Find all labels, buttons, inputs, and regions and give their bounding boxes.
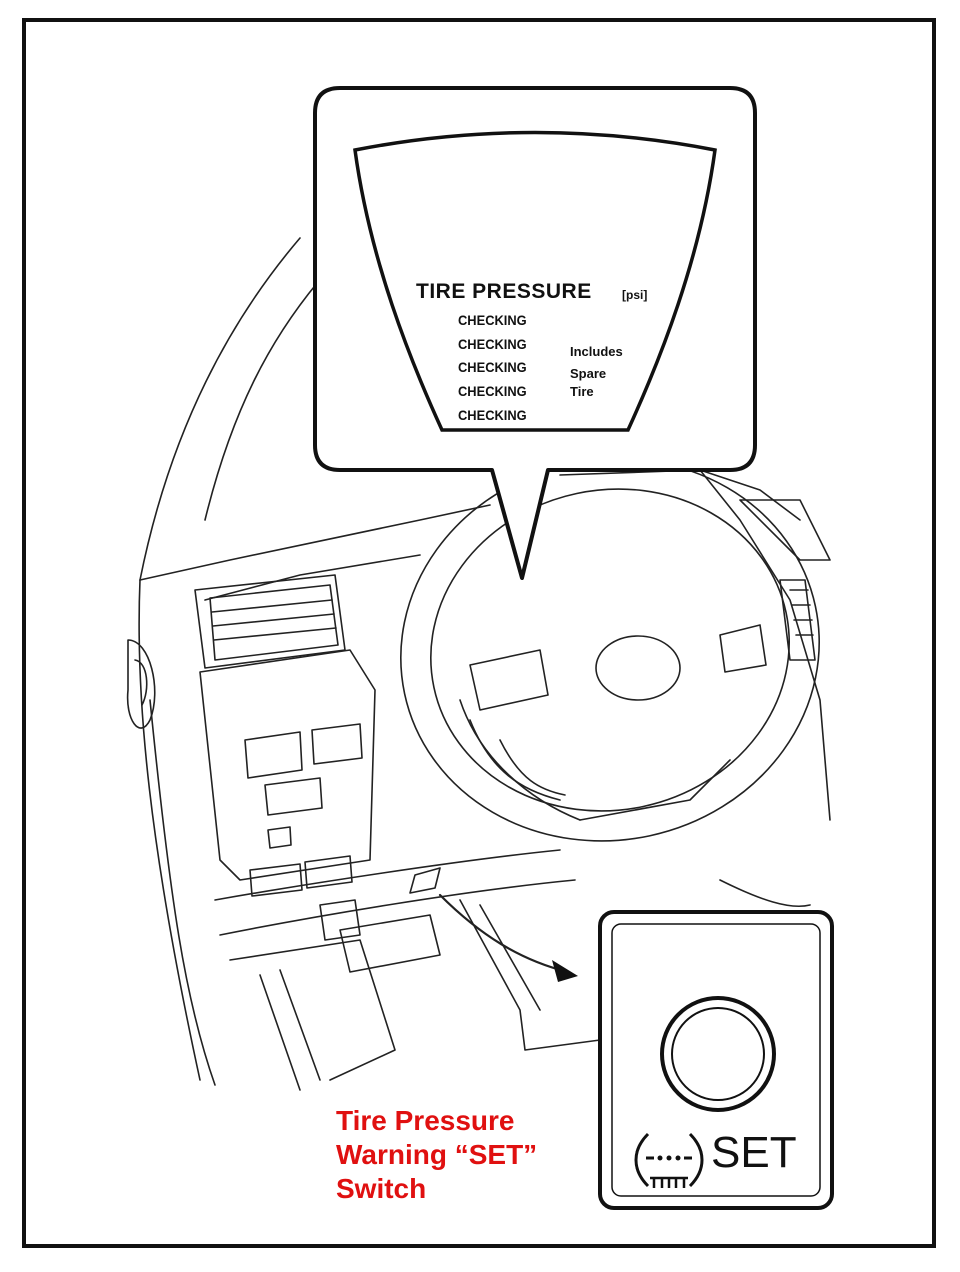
right-air-vent <box>739 499 831 661</box>
a-pillar-line <box>139 237 301 581</box>
display-unit: [psi] <box>622 288 648 302</box>
caption-line-1: Tire Pressure <box>336 1105 515 1136</box>
display-row-4: CHECKING <box>458 383 527 399</box>
display-row-5: CHECKING <box>458 407 527 423</box>
display-row-3: CHECKING <box>458 359 527 375</box>
display-note-line-1: Includes <box>570 344 623 359</box>
tire-pressure-warning-icon <box>634 1132 704 1188</box>
caption-line-2: Warning “SET” <box>336 1139 538 1170</box>
center-button-3 <box>264 777 323 816</box>
figure-border <box>22 18 936 1248</box>
caption-line-3: Switch <box>336 1173 427 1204</box>
multi-info-display-shape <box>353 130 717 432</box>
display-title: TIRE PRESSURE <box>416 280 592 303</box>
center-stack <box>199 649 376 897</box>
display-row-2: CHECKING <box>458 336 527 352</box>
display-note-line-2: Spare <box>570 366 607 381</box>
switch-caption: Tire Pressure Warning “SET” Switch <box>336 1104 537 1206</box>
center-button-2 <box>311 723 363 765</box>
display-row-1: CHECKING <box>458 312 527 328</box>
steering-wheel-emblem <box>595 635 681 701</box>
pointer-arrow-line <box>438 893 570 974</box>
steering-wheel <box>400 458 820 842</box>
pointer-arrowhead <box>552 960 578 982</box>
center-button-1 <box>244 731 303 779</box>
set-switch-label: SET <box>711 1128 797 1177</box>
display-note-line-3: Tire <box>570 384 594 399</box>
